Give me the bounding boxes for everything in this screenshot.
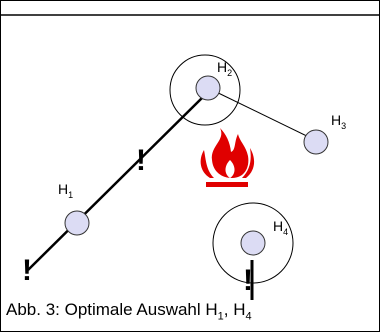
edge-chain xyxy=(27,94,206,271)
label-h1: H1 xyxy=(58,181,73,200)
warning-mark-lower: ! xyxy=(22,254,32,287)
range-circle-h4 xyxy=(212,202,294,284)
fire-hazard-icon xyxy=(200,128,255,187)
warning-mark-h4: ! xyxy=(243,264,253,297)
label-h4: H4 xyxy=(273,218,288,237)
label-h2: H2 xyxy=(217,59,232,78)
node-h2 xyxy=(195,75,221,101)
node-h3 xyxy=(303,129,329,155)
warning-mark-upper: ! xyxy=(136,144,146,177)
edge-h2-h3 xyxy=(207,87,316,141)
node-h1 xyxy=(64,210,90,236)
node-h4 xyxy=(240,230,266,256)
label-h3: H3 xyxy=(331,112,346,131)
range-circle-h2 xyxy=(169,54,241,126)
figure-caption: Abb. 3: Optimale Auswahl H1, H4 xyxy=(6,300,252,323)
